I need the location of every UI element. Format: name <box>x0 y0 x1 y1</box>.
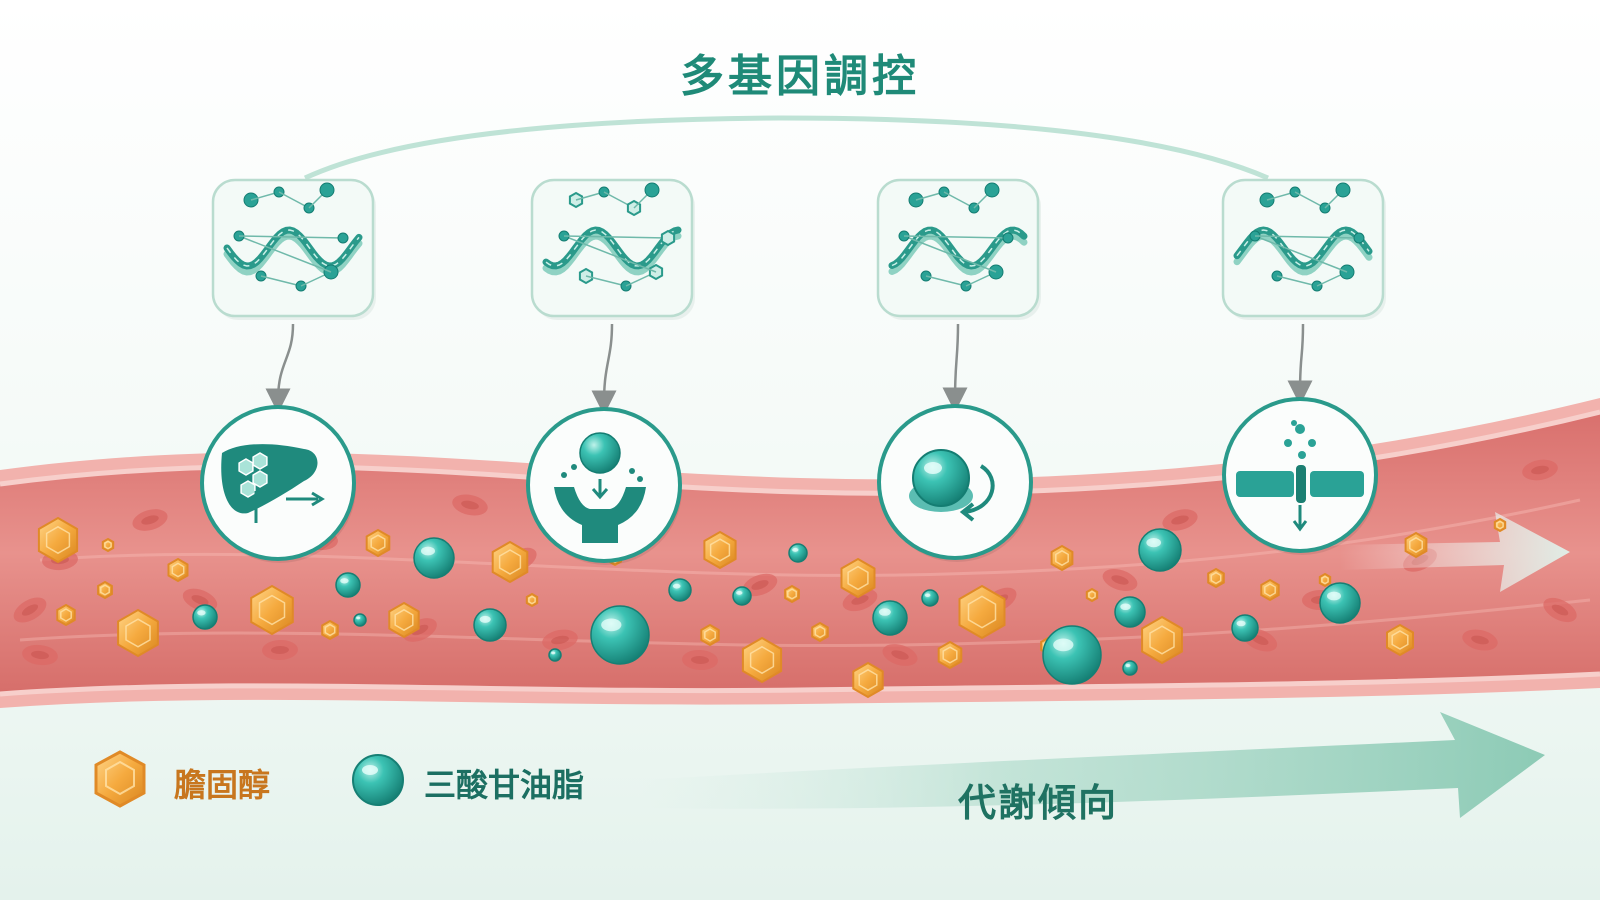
mechanism-node <box>200 405 356 563</box>
mechanism-node <box>526 407 682 565</box>
legend-triglyceride-label: 三酸甘油脂 <box>424 760 584 806</box>
triglyceride-particle <box>335 572 361 598</box>
cholesterol-particle <box>937 640 963 670</box>
triglyceride-particle <box>353 613 367 627</box>
triglyceride-particle <box>1319 582 1361 624</box>
metabolic-trend-label: 代謝傾向 <box>958 781 1119 825</box>
metabolic-trend-arrow <box>640 712 1545 818</box>
dna-gene-icon <box>223 182 363 292</box>
cholesterol-particle <box>321 619 339 641</box>
cholesterol-particle <box>1260 578 1280 602</box>
red-blood-cell <box>132 509 168 531</box>
triglyceride-particle <box>788 543 808 563</box>
lipoprotein-recycling-icon <box>909 449 995 522</box>
legend-triglyceride-icon <box>352 754 404 806</box>
red-blood-cells <box>13 459 1577 671</box>
cholesterol-particle <box>1386 623 1414 657</box>
gene-panel <box>530 178 695 320</box>
regulation-arrow <box>591 323 617 416</box>
legend-cholesterol-text: 膽固醇 <box>174 766 271 804</box>
red-blood-cell <box>1462 629 1498 651</box>
cholesterol-particle <box>167 557 189 583</box>
red-blood-cell <box>1522 459 1558 481</box>
cholesterol-particle <box>525 592 539 608</box>
red-blood-cell <box>13 597 47 623</box>
cholesterol-particle <box>388 601 420 639</box>
triglyceride-particle <box>473 608 507 642</box>
red-blood-cell <box>882 644 918 666</box>
cholesterol-particle <box>101 537 115 553</box>
triglyceride-particle <box>590 605 650 665</box>
regulation-arrow <box>1287 323 1313 406</box>
triglyceride-particle <box>1114 596 1146 628</box>
cholesterol-particle <box>1404 531 1428 559</box>
triglyceride-particle <box>1122 660 1138 676</box>
receptor-uptake-icon <box>554 432 646 543</box>
cholesterol-particle <box>703 530 737 570</box>
red-blood-cell <box>682 649 718 671</box>
red-blood-cell <box>742 573 778 597</box>
triglyceride-particle <box>732 586 752 606</box>
red-blood-cell <box>542 629 578 651</box>
red-blood-cell <box>842 588 878 612</box>
cholesterol-particle <box>741 636 783 684</box>
red-blood-cell <box>22 644 58 666</box>
cholesterol-particle <box>365 528 391 558</box>
cholesterol-particle <box>811 621 829 643</box>
cholesterol-particle <box>1050 544 1074 572</box>
triglyceride-particle <box>413 537 455 579</box>
red-blood-cell <box>1543 597 1577 623</box>
triglyceride-particle <box>1138 528 1182 572</box>
triglyceride-particle <box>548 648 562 662</box>
cholesterol-particle <box>37 516 79 564</box>
mechanism-node <box>877 404 1033 562</box>
cholesterol-particle <box>1493 517 1507 533</box>
diagram-title: 多基因調控 <box>680 51 920 102</box>
triglyceride-particle <box>921 589 939 607</box>
regulation-arrow <box>942 323 968 413</box>
triglyceride-particle <box>872 600 908 636</box>
triglyceride-particle <box>1231 614 1259 642</box>
cholesterol-particle <box>1207 567 1225 589</box>
cholesterol-particle <box>1318 572 1332 588</box>
triglyceride-particle <box>668 578 692 602</box>
cholesterol-particle <box>700 623 720 647</box>
cholesterol-particle <box>784 584 800 604</box>
dna-gene-icon <box>1233 182 1373 292</box>
cholesterol-particle <box>56 603 76 627</box>
flow-arrow <box>1340 512 1570 592</box>
legend-cholesterol-label: 膽固醇 <box>174 760 270 806</box>
regulation-arrow <box>265 323 295 414</box>
red-blood-cell <box>1162 509 1198 531</box>
red-blood-cell <box>262 639 298 661</box>
cholesterol-particle <box>1085 587 1099 603</box>
cholesterol-particle <box>852 661 884 699</box>
gene-connection-arc <box>303 115 1269 181</box>
gene-panel <box>211 178 376 320</box>
dna-gene-icon <box>542 182 682 292</box>
triglyceride-particle <box>1042 625 1102 685</box>
triglyceride-particle <box>192 604 218 630</box>
cholesterol-particle <box>840 557 876 599</box>
cholesterol-particle <box>117 608 159 658</box>
cholesterol-particle <box>97 580 113 600</box>
liver-production-icon <box>221 444 325 523</box>
cholesterol-particle <box>250 584 294 636</box>
membrane-transport-icon <box>1236 420 1364 532</box>
dna-gene-icon <box>888 182 1028 292</box>
cholesterol-particle <box>958 584 1006 640</box>
legend-triglyceride-text: 三酸甘油脂 <box>424 766 585 804</box>
mechanism-node <box>1222 397 1378 555</box>
red-blood-cell <box>452 494 488 516</box>
gene-panel <box>876 178 1041 320</box>
cholesterol-particle <box>1141 615 1183 665</box>
legend-cholesterol-icon <box>94 750 146 808</box>
gene-panel <box>1221 178 1386 320</box>
red-blood-cell <box>1102 568 1138 592</box>
cholesterol-particle <box>491 540 529 584</box>
